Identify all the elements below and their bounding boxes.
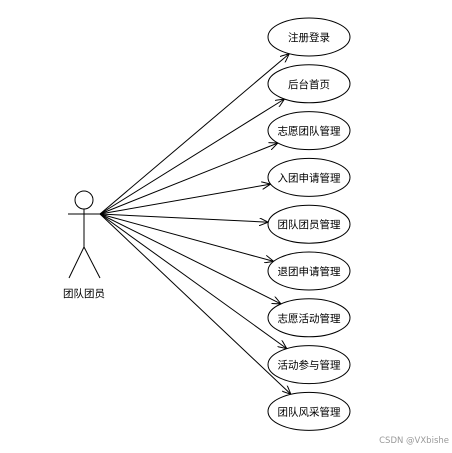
use-case-label: 志愿活动管理 [278, 312, 341, 325]
use-case-ellipse [267, 391, 351, 431]
watermark: CSDN @VXbishe [379, 436, 449, 446]
actor-right-leg [83, 246, 101, 279]
use-case-label: 团队团员管理 [278, 218, 341, 231]
association-arrow [99, 213, 274, 261]
association-lines [99, 54, 291, 395]
association-arrow [99, 184, 271, 215]
association-arrow [99, 54, 289, 215]
actor-label: 团队团员 [63, 287, 105, 300]
association-arrow [99, 99, 285, 215]
actor-stick-figure: 团队团员 [63, 190, 105, 300]
use-case-label: 注册登录 [288, 31, 330, 44]
use-case-ellipse [267, 251, 351, 291]
use-case-ellipse [267, 204, 351, 244]
association-arrow [99, 213, 287, 349]
use-case-label: 入团申请管理 [278, 171, 341, 184]
association-arrow [99, 213, 281, 304]
association-arrow [99, 143, 278, 215]
actor-left-leg [68, 246, 85, 279]
use-case-label: 后台首页 [288, 78, 330, 91]
use-case-ellipse [267, 64, 351, 104]
use-case-label: 活动参与管理 [278, 359, 341, 372]
actor-head [74, 190, 94, 210]
use-case-label: 团队风采管理 [278, 405, 341, 418]
use-case-ellipse [267, 157, 351, 197]
use-case-label: 志愿团队管理 [278, 125, 341, 138]
association-arrow [99, 213, 268, 222]
use-case-ellipse [267, 17, 351, 57]
use-case-label: 退团申请管理 [278, 265, 341, 278]
use-case-ellipse [267, 111, 351, 151]
use-case-ellipse [267, 345, 351, 385]
association-arrow [99, 213, 291, 394]
use-case-ellipse [267, 298, 351, 338]
use-case-list: 注册登录后台首页志愿团队管理入团申请管理团队团员管理退团申请管理志愿活动管理活动… [267, 17, 351, 431]
